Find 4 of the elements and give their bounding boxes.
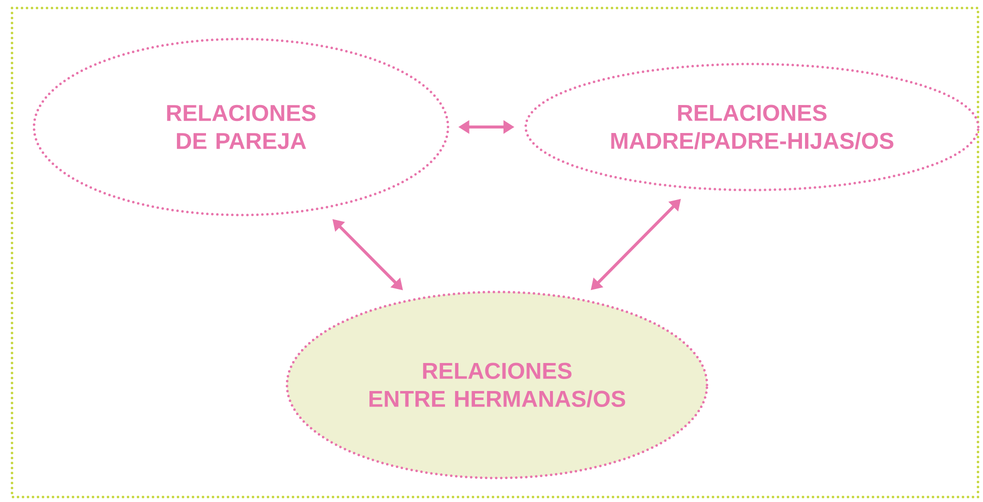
ellipse-node: RELACIONES MADRE/PADRE-HIJAS/OS <box>524 62 980 192</box>
ellipse-node: RELACIONES DE PAREJA <box>32 38 450 216</box>
ellipse-node: RELACIONES ENTRE HERMANAS/OS <box>286 290 708 480</box>
node-label: RELACIONES MADRE/PADRE-HIJAS/OS <box>611 104 894 150</box>
